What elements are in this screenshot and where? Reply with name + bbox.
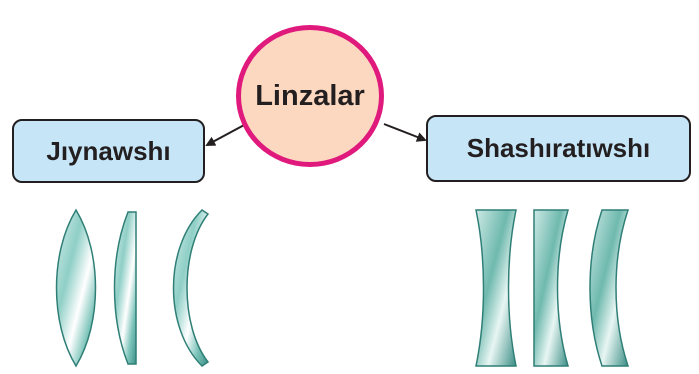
plano-concave-lens-icon xyxy=(533,209,569,367)
converging-label: Jıynawshı xyxy=(46,135,171,166)
diverging-lenses-box: Shashıratıwshı xyxy=(426,115,691,182)
converging-lenses-illustration xyxy=(55,208,210,368)
root-label: Linzalar xyxy=(255,79,365,112)
concave-meniscus-lens-icon xyxy=(589,209,630,367)
diverging-label: Shashıratıwshı xyxy=(466,133,651,163)
converging-lenses-box: Jıynawshı xyxy=(12,119,205,183)
convex-meniscus-lens-icon xyxy=(172,209,210,367)
plano-convex-lens-icon xyxy=(113,211,137,365)
diverging-lenses-illustration xyxy=(475,209,630,367)
root-node-linzalar: Linzalar xyxy=(236,25,384,167)
biconvex-lens-icon xyxy=(55,208,97,368)
biconcave-lens-icon xyxy=(475,209,517,367)
arrow-to-right-box xyxy=(383,123,427,142)
arrow-to-left-box xyxy=(205,123,247,146)
